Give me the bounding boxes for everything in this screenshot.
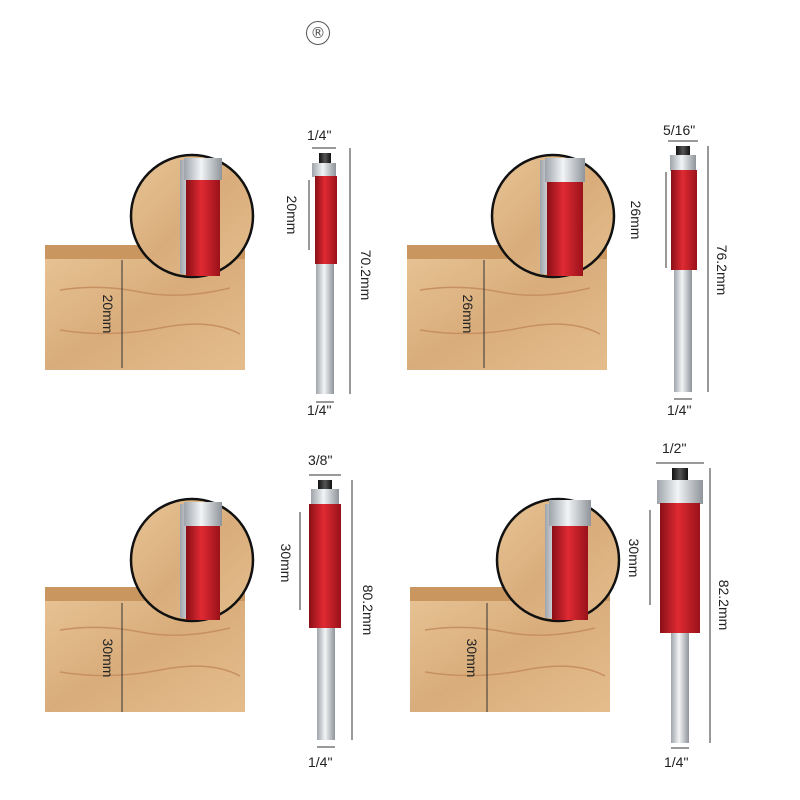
product-4-cut-width: 1/2"	[662, 440, 687, 456]
product-2-total-length: 76.2mm	[714, 244, 730, 296]
product-4-router-bit	[657, 468, 703, 743]
product-2-wood-depth: 26mm	[460, 294, 476, 334]
product-3-total-length: 80.2mm	[360, 584, 376, 636]
product-2-shank: 1/4"	[667, 402, 692, 418]
product-3-wood-depth: 30mm	[100, 638, 116, 678]
product-3-blade-length: 30mm	[278, 543, 294, 583]
product-1-wood-depth: 20mm	[100, 294, 116, 334]
product-1-dimension-lines	[121, 147, 351, 403]
product-3-zoom-circle	[129, 497, 255, 623]
product-4-shank: 1/4"	[664, 754, 689, 770]
product-4-blade-length: 30mm	[626, 538, 642, 578]
product-3-dimension-lines	[121, 474, 353, 748]
product-2-router-bit	[670, 146, 697, 392]
product-1-shank: 1/4"	[307, 402, 332, 418]
product-3-router-bit	[309, 480, 341, 740]
product-4-zoom-circle	[495, 497, 621, 623]
product-3-shank: 1/4"	[308, 754, 333, 770]
product-2-dimension-lines	[483, 140, 709, 400]
product-4-total-length: 82.2mm	[716, 579, 732, 631]
product-2-cut-width: 5/16"	[663, 122, 696, 138]
product-1-zoom-circle	[129, 153, 255, 279]
product-4-wood-depth: 30mm	[464, 638, 480, 678]
product-3-cut-width: 3/8"	[308, 452, 333, 468]
product-1-blade-length: 20mm	[284, 195, 300, 235]
product-2-zoom-circle	[490, 153, 616, 279]
product-1-cut-width: 1/4"	[307, 127, 332, 143]
registered-trademark-icon: ®	[306, 21, 330, 45]
product-1-total-length: 70.2mm	[358, 249, 374, 301]
product-4-dimension-lines	[486, 462, 711, 749]
product-2-blade-length: 26mm	[628, 200, 644, 240]
product-1-router-bit	[312, 153, 337, 394]
